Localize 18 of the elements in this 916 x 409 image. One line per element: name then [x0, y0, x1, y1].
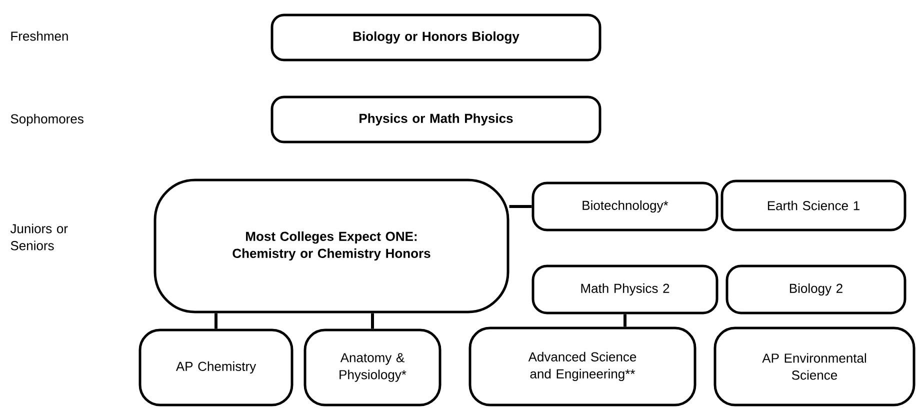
connector-line	[624, 314, 626, 327]
course-box: AP Environmental Science	[714, 326, 916, 406]
course-box: Advanced Science and Engineering**	[468, 326, 696, 406]
connector-line	[371, 313, 374, 329]
connector-line	[509, 205, 532, 208]
course-box: Biology or Honors Biology	[270, 14, 602, 62]
row-label: Sophomores	[10, 114, 84, 126]
course-box: Anatomy & Physiology*	[304, 328, 442, 406]
course-box: Math Physics 2	[532, 264, 718, 314]
connector-line	[214, 313, 218, 329]
row-label: Juniors or Seniors	[10, 224, 68, 250]
course-box: Biology 2	[726, 264, 906, 314]
row-label: Freshmen	[11, 31, 68, 41]
course-box: Physics or Math Physics	[270, 96, 602, 144]
course-box: AP Chemistry	[138, 328, 294, 406]
course-box: Earth Science 1	[720, 180, 906, 232]
course-box: Most Colleges Expect ONE: Chemistry or Chemistry Honors	[154, 178, 510, 314]
course-box: Biotechnology*	[532, 182, 718, 232]
